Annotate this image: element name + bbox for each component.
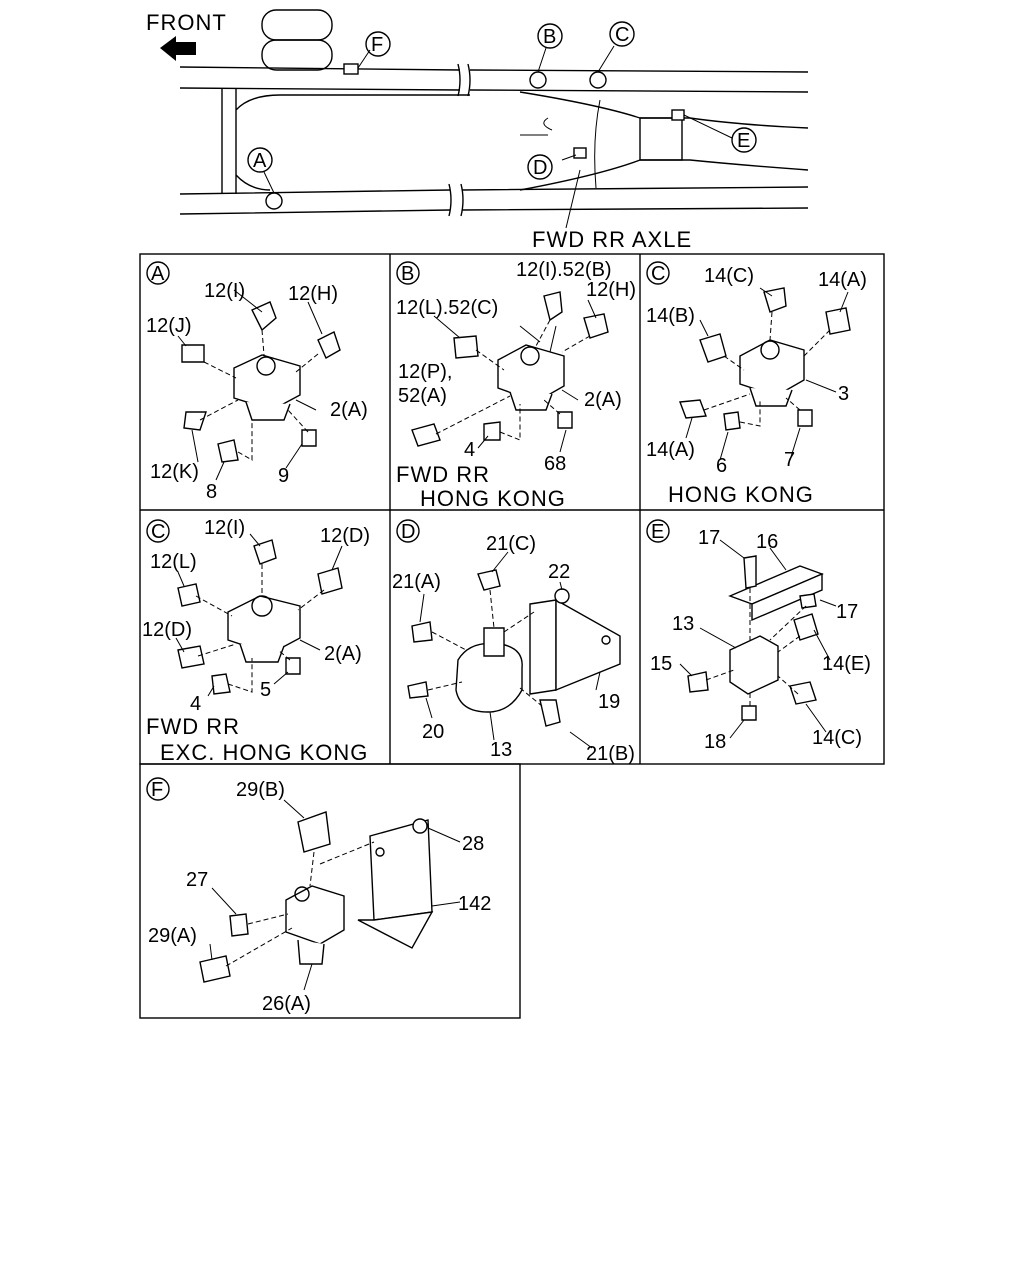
svg-text:D: D (533, 157, 547, 179)
marker-e: E (731, 127, 757, 153)
part-label: 22 (548, 561, 570, 583)
front-label: FRONT (146, 10, 227, 35)
part-label: 4 (464, 439, 475, 461)
part-label: 14(C) (704, 265, 754, 287)
part-label: 12(I).52(B) (516, 259, 612, 281)
panel-c-letter: C (651, 263, 665, 285)
panel-b-letter: B (401, 263, 414, 285)
svg-text:B: B (543, 26, 556, 48)
part-label: 12(D) (320, 525, 370, 547)
part-label: 12(L).52(C) (396, 297, 498, 319)
part-label: 2(A) (584, 389, 622, 411)
part-label: 13 (490, 739, 512, 761)
panel-e: E 17 16 17 13 14(E) 15 18 14(C) (646, 519, 871, 753)
axle-label: FWD RR AXLE (532, 227, 692, 252)
part-label: 20 (422, 721, 444, 743)
chassis-overview: FRONT F B C A E D FWD RR AX (146, 9, 809, 252)
part-label: 18 (704, 731, 726, 753)
part-label: 26(A) (262, 993, 311, 1015)
panel-b: B 12(I).52(B) 12(L).52(C) 12(H) 12(P), 5… (396, 259, 636, 511)
svg-text:E: E (737, 130, 750, 152)
part-label: 19 (598, 691, 620, 713)
part-label: 12(K) (150, 461, 199, 483)
panel-d-letter: D (401, 521, 415, 543)
panel-grid (139, 253, 885, 1019)
panel-c-caption: FWD RR (146, 714, 240, 739)
part-label: 27 (186, 869, 208, 891)
part-label: 13 (672, 613, 694, 635)
marker-d: D (527, 154, 553, 180)
part-label: 68 (544, 453, 566, 475)
svg-text:A: A (253, 150, 267, 172)
front-arrow-icon (160, 36, 196, 61)
part-label: 14(E) (822, 653, 871, 675)
panel-b-caption: FWD RR (396, 462, 490, 487)
part-label: 12(P), (398, 361, 452, 383)
panel-b-caption: HONG KONG (420, 486, 566, 511)
part-label: 6 (716, 455, 727, 477)
panel-a-letter: A (151, 263, 165, 285)
marker-c: C (609, 21, 635, 47)
part-label: 52(A) (398, 385, 447, 407)
marker-b: B (537, 23, 563, 49)
panel-f: F 29(B) 28 27 142 29(A) 26(A) (146, 777, 491, 1015)
tank-icon (261, 9, 333, 41)
panel-c-exc-hong-kong: C 12(I) 12(D) 12(L) 12(D) 2(A) 4 5 FWD R… (142, 517, 370, 765)
part-label: 8 (206, 481, 217, 503)
part-label: 7 (784, 449, 795, 471)
tank-icon (261, 39, 333, 71)
part-label: 21(B) (586, 743, 635, 765)
part-label: 17 (836, 601, 858, 623)
part-label: 12(H) (586, 279, 636, 301)
part-label: 16 (756, 531, 778, 553)
panel-d: D 21(C) 21(A) 22 19 20 13 21(B) (392, 519, 635, 765)
part-label: 2(A) (330, 399, 368, 421)
svg-text:F: F (371, 34, 383, 56)
part-label: 142 (458, 893, 491, 915)
part-label: 21(C) (486, 533, 536, 555)
part-label: 5 (260, 679, 271, 701)
part-label: 12(I) (204, 280, 245, 302)
part-label: 29(B) (236, 779, 285, 801)
part-label: 29(A) (148, 925, 197, 947)
part-label: 17 (698, 527, 720, 549)
part-label: 4 (190, 693, 201, 715)
panel-a: A 12(I) 12(H) 12(J) 2(A) 12(K) 8 9 (146, 261, 368, 503)
panel-f-letter: F (151, 779, 163, 801)
marker-a: A (247, 147, 273, 173)
panel-c-caption: EXC. HONG KONG (160, 740, 368, 765)
part-label: 12(I) (204, 517, 245, 539)
part-label: 12(H) (288, 283, 338, 305)
part-label: 15 (650, 653, 672, 675)
panel-c-caption: HONG KONG (668, 482, 814, 507)
panel-e-letter: E (651, 521, 664, 543)
part-label: 12(J) (146, 315, 192, 337)
part-label: 12(D) (142, 619, 192, 641)
marker-f: F (365, 31, 391, 57)
part-label: 21(A) (392, 571, 441, 593)
part-label: 9 (278, 465, 289, 487)
part-label: 12(L) (150, 551, 197, 573)
svg-text:C: C (615, 24, 629, 46)
part-label: 14(C) (812, 727, 862, 749)
part-label: 3 (838, 383, 849, 405)
panel-c-hong-kong: C 14(C) 14(A) 14(B) 3 14(A) 6 7 HONG KON… (646, 261, 867, 507)
part-label: 2(A) (324, 643, 362, 665)
part-label: 14(A) (646, 439, 695, 461)
part-label: 14(A) (818, 269, 867, 291)
part-label: 28 (462, 833, 484, 855)
part-label: 14(B) (646, 305, 695, 327)
panel-c-letter: C (151, 521, 165, 543)
